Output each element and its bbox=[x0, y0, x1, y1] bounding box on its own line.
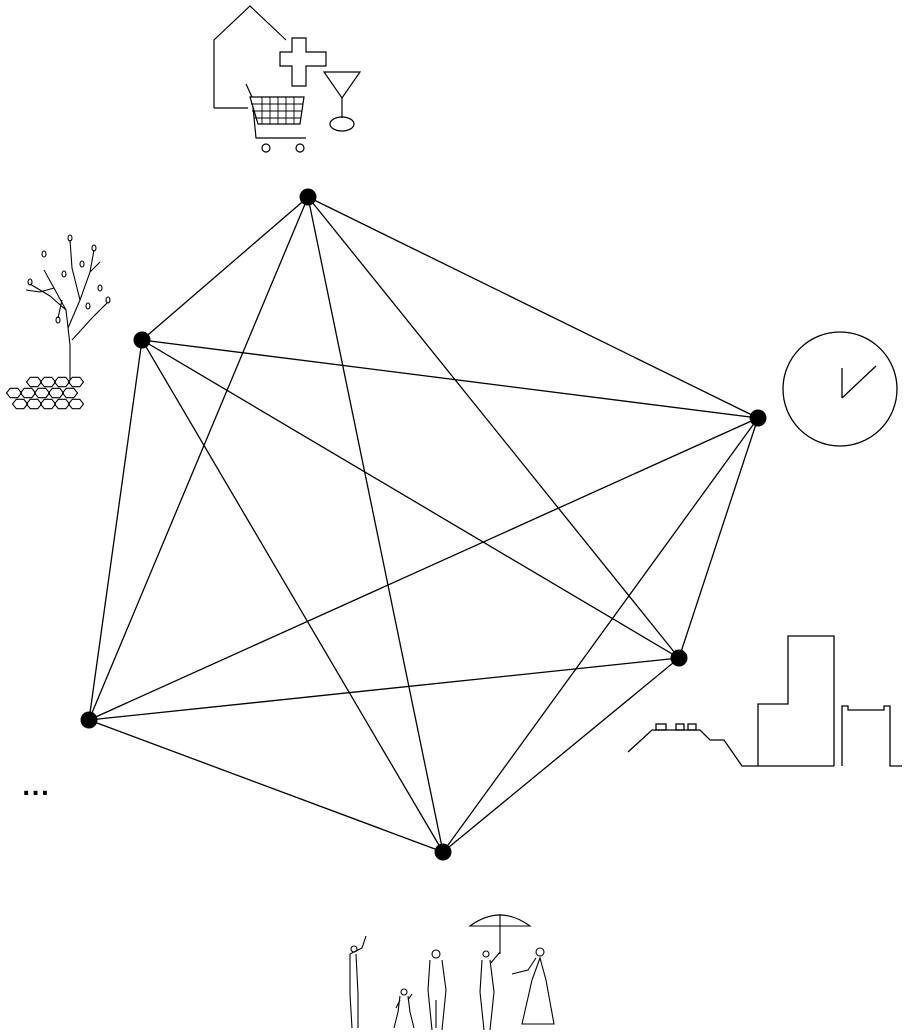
node-top bbox=[299, 188, 317, 206]
edge-top-lower-left bbox=[88, 196, 309, 721]
hexagon-tile bbox=[67, 376, 85, 388]
node-bottom bbox=[434, 843, 452, 861]
hexagon-tile bbox=[39, 376, 57, 388]
hexagon-tile bbox=[53, 398, 71, 410]
edge-upper-left-bottom bbox=[141, 339, 444, 853]
hexagon-tile bbox=[11, 398, 29, 410]
hexagon-tile bbox=[5, 387, 23, 399]
clock-icon bbox=[782, 331, 898, 447]
hexagon-tile bbox=[61, 387, 79, 399]
edge-lower-right-lower-left bbox=[88, 657, 680, 721]
edge-upper-left-lower-left bbox=[88, 339, 143, 721]
node-lower-right bbox=[670, 649, 688, 667]
hexagon-tile bbox=[25, 398, 43, 410]
hexagon-tile bbox=[47, 387, 65, 399]
edge-top-upper-left bbox=[141, 196, 309, 341]
node-upper-left bbox=[133, 331, 151, 349]
tree-on-hexagon-pavement-icon bbox=[25, 234, 111, 380]
terrain-and-buildings-icon bbox=[627, 635, 902, 767]
edge-top-right bbox=[307, 196, 759, 419]
edges bbox=[88, 196, 759, 853]
edge-upper-left-right bbox=[141, 339, 759, 419]
hexagon-tile bbox=[67, 398, 85, 410]
hexagon-tile bbox=[39, 398, 57, 410]
edge-top-lower-right bbox=[307, 196, 680, 659]
nodes bbox=[80, 188, 767, 861]
people-silhouettes-icon bbox=[349, 914, 555, 1031]
edge-bottom-lower-left bbox=[88, 719, 444, 853]
hexagon-tile bbox=[33, 387, 51, 399]
node-lower-left bbox=[80, 711, 98, 729]
edge-right-bottom bbox=[442, 417, 759, 853]
edge-upper-left-lower-right bbox=[141, 339, 680, 659]
hexagon-pavement bbox=[5, 376, 85, 410]
edge-top-bottom bbox=[307, 196, 444, 853]
hexagon-tile bbox=[19, 387, 37, 399]
continuation-ellipsis: ... bbox=[22, 776, 51, 801]
node-right bbox=[749, 409, 767, 427]
edge-lower-right-bottom bbox=[442, 657, 680, 853]
hexagon-tile bbox=[53, 376, 71, 388]
edge-right-lower-right bbox=[678, 417, 759, 659]
hexagon-tile bbox=[25, 376, 43, 388]
edge-right-lower-left bbox=[88, 417, 759, 721]
house-shopping-health-drink-icon bbox=[213, 5, 362, 153]
